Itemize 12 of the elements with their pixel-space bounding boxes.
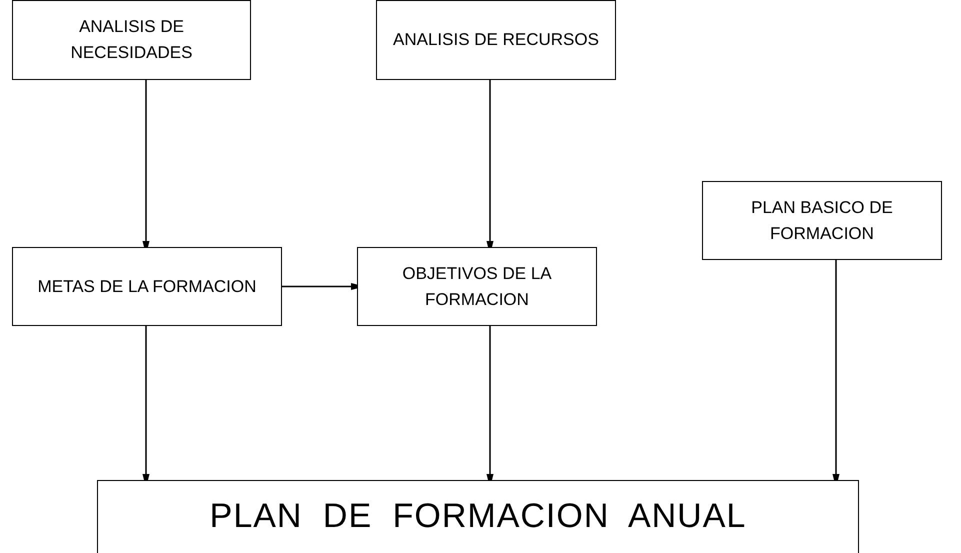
process-box	[357, 247, 597, 326]
process-box	[12, 247, 282, 326]
box-label: ANALISIS DE NECESIDADES	[70, 16, 194, 64]
process-box	[97, 480, 859, 553]
process-box	[12, 0, 251, 80]
process-box	[376, 0, 616, 80]
box-label: OBJETIVOS DE LA FORMACION	[401, 262, 553, 310]
box-label: METAS DE LA FORMACION	[38, 276, 256, 298]
box-label: PLAN BASICO DE FORMACION	[750, 196, 894, 244]
process-box	[702, 181, 942, 260]
box-label: ANALISIS DE RECURSOS	[393, 29, 599, 51]
box-label: PLAN DE FORMACION ANUAL	[210, 496, 746, 537]
